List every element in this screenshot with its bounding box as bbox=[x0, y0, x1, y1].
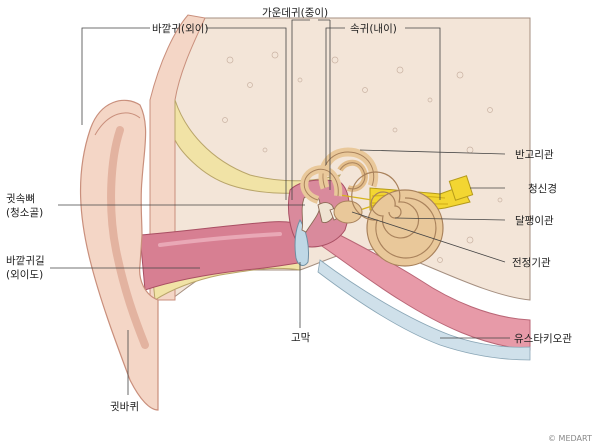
label-ossicles-1: 귓속뼈 bbox=[6, 192, 35, 205]
label-eustachian-tube: 유스타키오관 bbox=[514, 333, 572, 345]
label-cochlea: 달팽이관 bbox=[515, 215, 554, 227]
label-ear-canal-1: 바깥귀길 bbox=[6, 254, 45, 267]
label-ear-canal-2: (외이도) bbox=[6, 269, 43, 281]
label-ossicles-2: (청소골) bbox=[6, 207, 43, 219]
credit: © MEDART bbox=[548, 434, 592, 443]
vestibule bbox=[333, 200, 363, 224]
nerve-end bbox=[448, 175, 474, 201]
ear-canal-highlight bbox=[158, 232, 282, 247]
label-inner-ear: 속귀(내이) bbox=[350, 23, 397, 35]
label-auricle: 귓바퀴 bbox=[110, 400, 139, 413]
inner-ear-bracket bbox=[325, 27, 441, 200]
cochlea-leader bbox=[394, 217, 506, 221]
label-middle-ear: 가운데귀(중이) bbox=[262, 7, 328, 19]
middle-ear-bracket bbox=[291, 19, 331, 200]
temporal-skin-band bbox=[149, 14, 206, 301]
label-auditory-nerve: 청신경 bbox=[528, 182, 557, 195]
label-vestibule: 전정기관 bbox=[512, 257, 551, 269]
vestibule-leader bbox=[351, 211, 506, 263]
tube-wall bbox=[317, 259, 531, 361]
semicircular-leader bbox=[359, 149, 506, 155]
outer-ear-bracket bbox=[81, 27, 287, 200]
label-eardrum: 고막 bbox=[291, 332, 311, 344]
label-outer-ear: 바깥귀(외이) bbox=[152, 23, 209, 35]
auricle-shadow bbox=[107, 126, 149, 349]
helix-fold bbox=[94, 112, 141, 136]
label-semicircular-canals: 반고리관 bbox=[515, 149, 554, 161]
cochlea bbox=[351, 171, 444, 267]
